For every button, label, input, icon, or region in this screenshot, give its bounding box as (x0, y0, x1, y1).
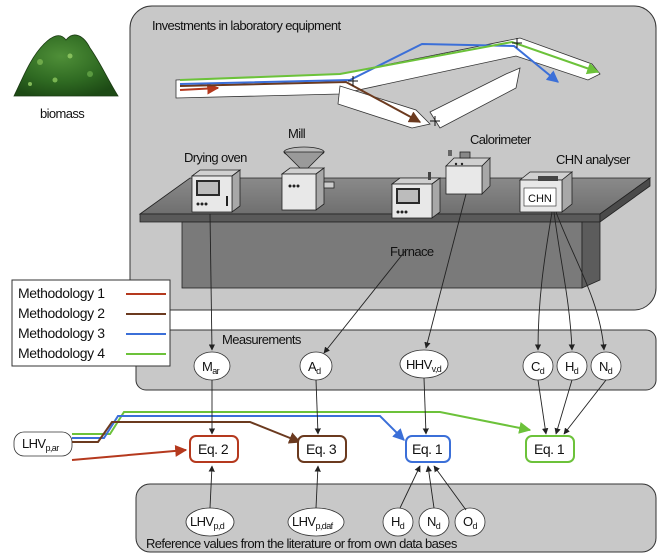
drying-oven-label: Drying oven (184, 150, 247, 165)
svg-text:Eq. 1: Eq. 1 (412, 441, 443, 457)
svg-text:Nd: Nd (427, 514, 441, 531)
biomass-pile (13, 34, 119, 97)
svg-text:Ad: Ad (308, 359, 321, 376)
ref-o-d-node: Od (454, 507, 486, 537)
furnace-label: Furnace (390, 244, 434, 259)
reference-to-equation-arrows (208, 465, 467, 511)
svg-text:Eq. 3: Eq. 3 (306, 441, 337, 457)
a-d-node: Ad (299, 351, 333, 381)
svg-text:Hd: Hd (565, 359, 579, 376)
eq1-green-box: Eq. 1 (525, 435, 575, 463)
calorimeter (445, 150, 491, 195)
ref-n-d-node: Nd (418, 507, 450, 537)
svg-text:LHVp,ar: LHVp,ar (22, 436, 59, 453)
mill-label: Mill (288, 126, 306, 141)
legend-label-3: Methodology 3 (18, 325, 105, 341)
biomass-label: biomass (40, 106, 85, 121)
chn-screen-text: CHN (528, 193, 552, 205)
c-d-node: Cd (522, 351, 554, 381)
plus-markers (348, 38, 522, 126)
panel-title: Investments in laboratory equipment (152, 18, 342, 33)
m3-line-top (179, 42, 559, 85)
svg-text:LHVp,d: LHVp,d (190, 514, 225, 531)
equipment-to-measurement-arrows (208, 193, 607, 354)
ref-h-d-node: Hd (382, 507, 414, 537)
svg-text:Cd: Cd (531, 359, 545, 376)
furnace (390, 172, 442, 219)
svg-text:Hd: Hd (391, 514, 405, 531)
calorimeter-label: Calorimeter (470, 132, 532, 147)
chn-analyser: CHN (518, 171, 574, 213)
eq3-box: Eq. 3 (297, 435, 347, 463)
measurements-label: Measurements (222, 332, 302, 347)
mill (280, 146, 335, 211)
eq2-box: Eq. 2 (189, 435, 239, 463)
m2-line-top (179, 80, 422, 123)
chn-analyser-label: CHN analyser (556, 152, 631, 167)
m4-line-top (179, 40, 600, 81)
svg-text:Eq. 1: Eq. 1 (534, 441, 565, 457)
reference-label: Reference values from the literature or … (146, 536, 458, 551)
h-d-node: Hd (556, 351, 588, 381)
drying-oven (190, 169, 242, 213)
m-ar-node: Mar (193, 351, 231, 381)
svg-text:HHVv,d: HHVv,d (406, 357, 442, 374)
svg-text:Od: Od (463, 514, 478, 531)
legend-label-1: Methodology 1 (18, 285, 105, 301)
lhv-p-ar-node: LHVp,ar (13, 431, 73, 457)
lhv-p-daf-node: LHVp,daf (287, 507, 345, 537)
legend-label-4: Methodology 4 (18, 345, 105, 361)
lab-bench (138, 177, 652, 289)
m1-line-top (179, 82, 220, 95)
m2-line-bottom (72, 421, 302, 444)
svg-text:Mar: Mar (202, 359, 220, 376)
m1-line-bottom (71, 444, 188, 461)
n-d-node: Nd (590, 351, 622, 381)
svg-text:LHVp,daf: LHVp,daf (292, 514, 334, 531)
lhv-p-d-node: LHVp,d (185, 507, 235, 537)
hhv-vd-node: HHVv,d (399, 349, 449, 379)
measurement-to-equation-arrows (208, 377, 607, 435)
svg-text:Eq. 2: Eq. 2 (198, 441, 229, 457)
svg-text:Nd: Nd (599, 359, 613, 376)
legend-label-2: Methodology 2 (18, 305, 105, 321)
m3-line-bottom (72, 415, 405, 441)
eq1-blue-box: Eq. 1 (405, 435, 451, 463)
legend: Methodology 1 Methodology 2 Methodology … (11, 279, 171, 367)
